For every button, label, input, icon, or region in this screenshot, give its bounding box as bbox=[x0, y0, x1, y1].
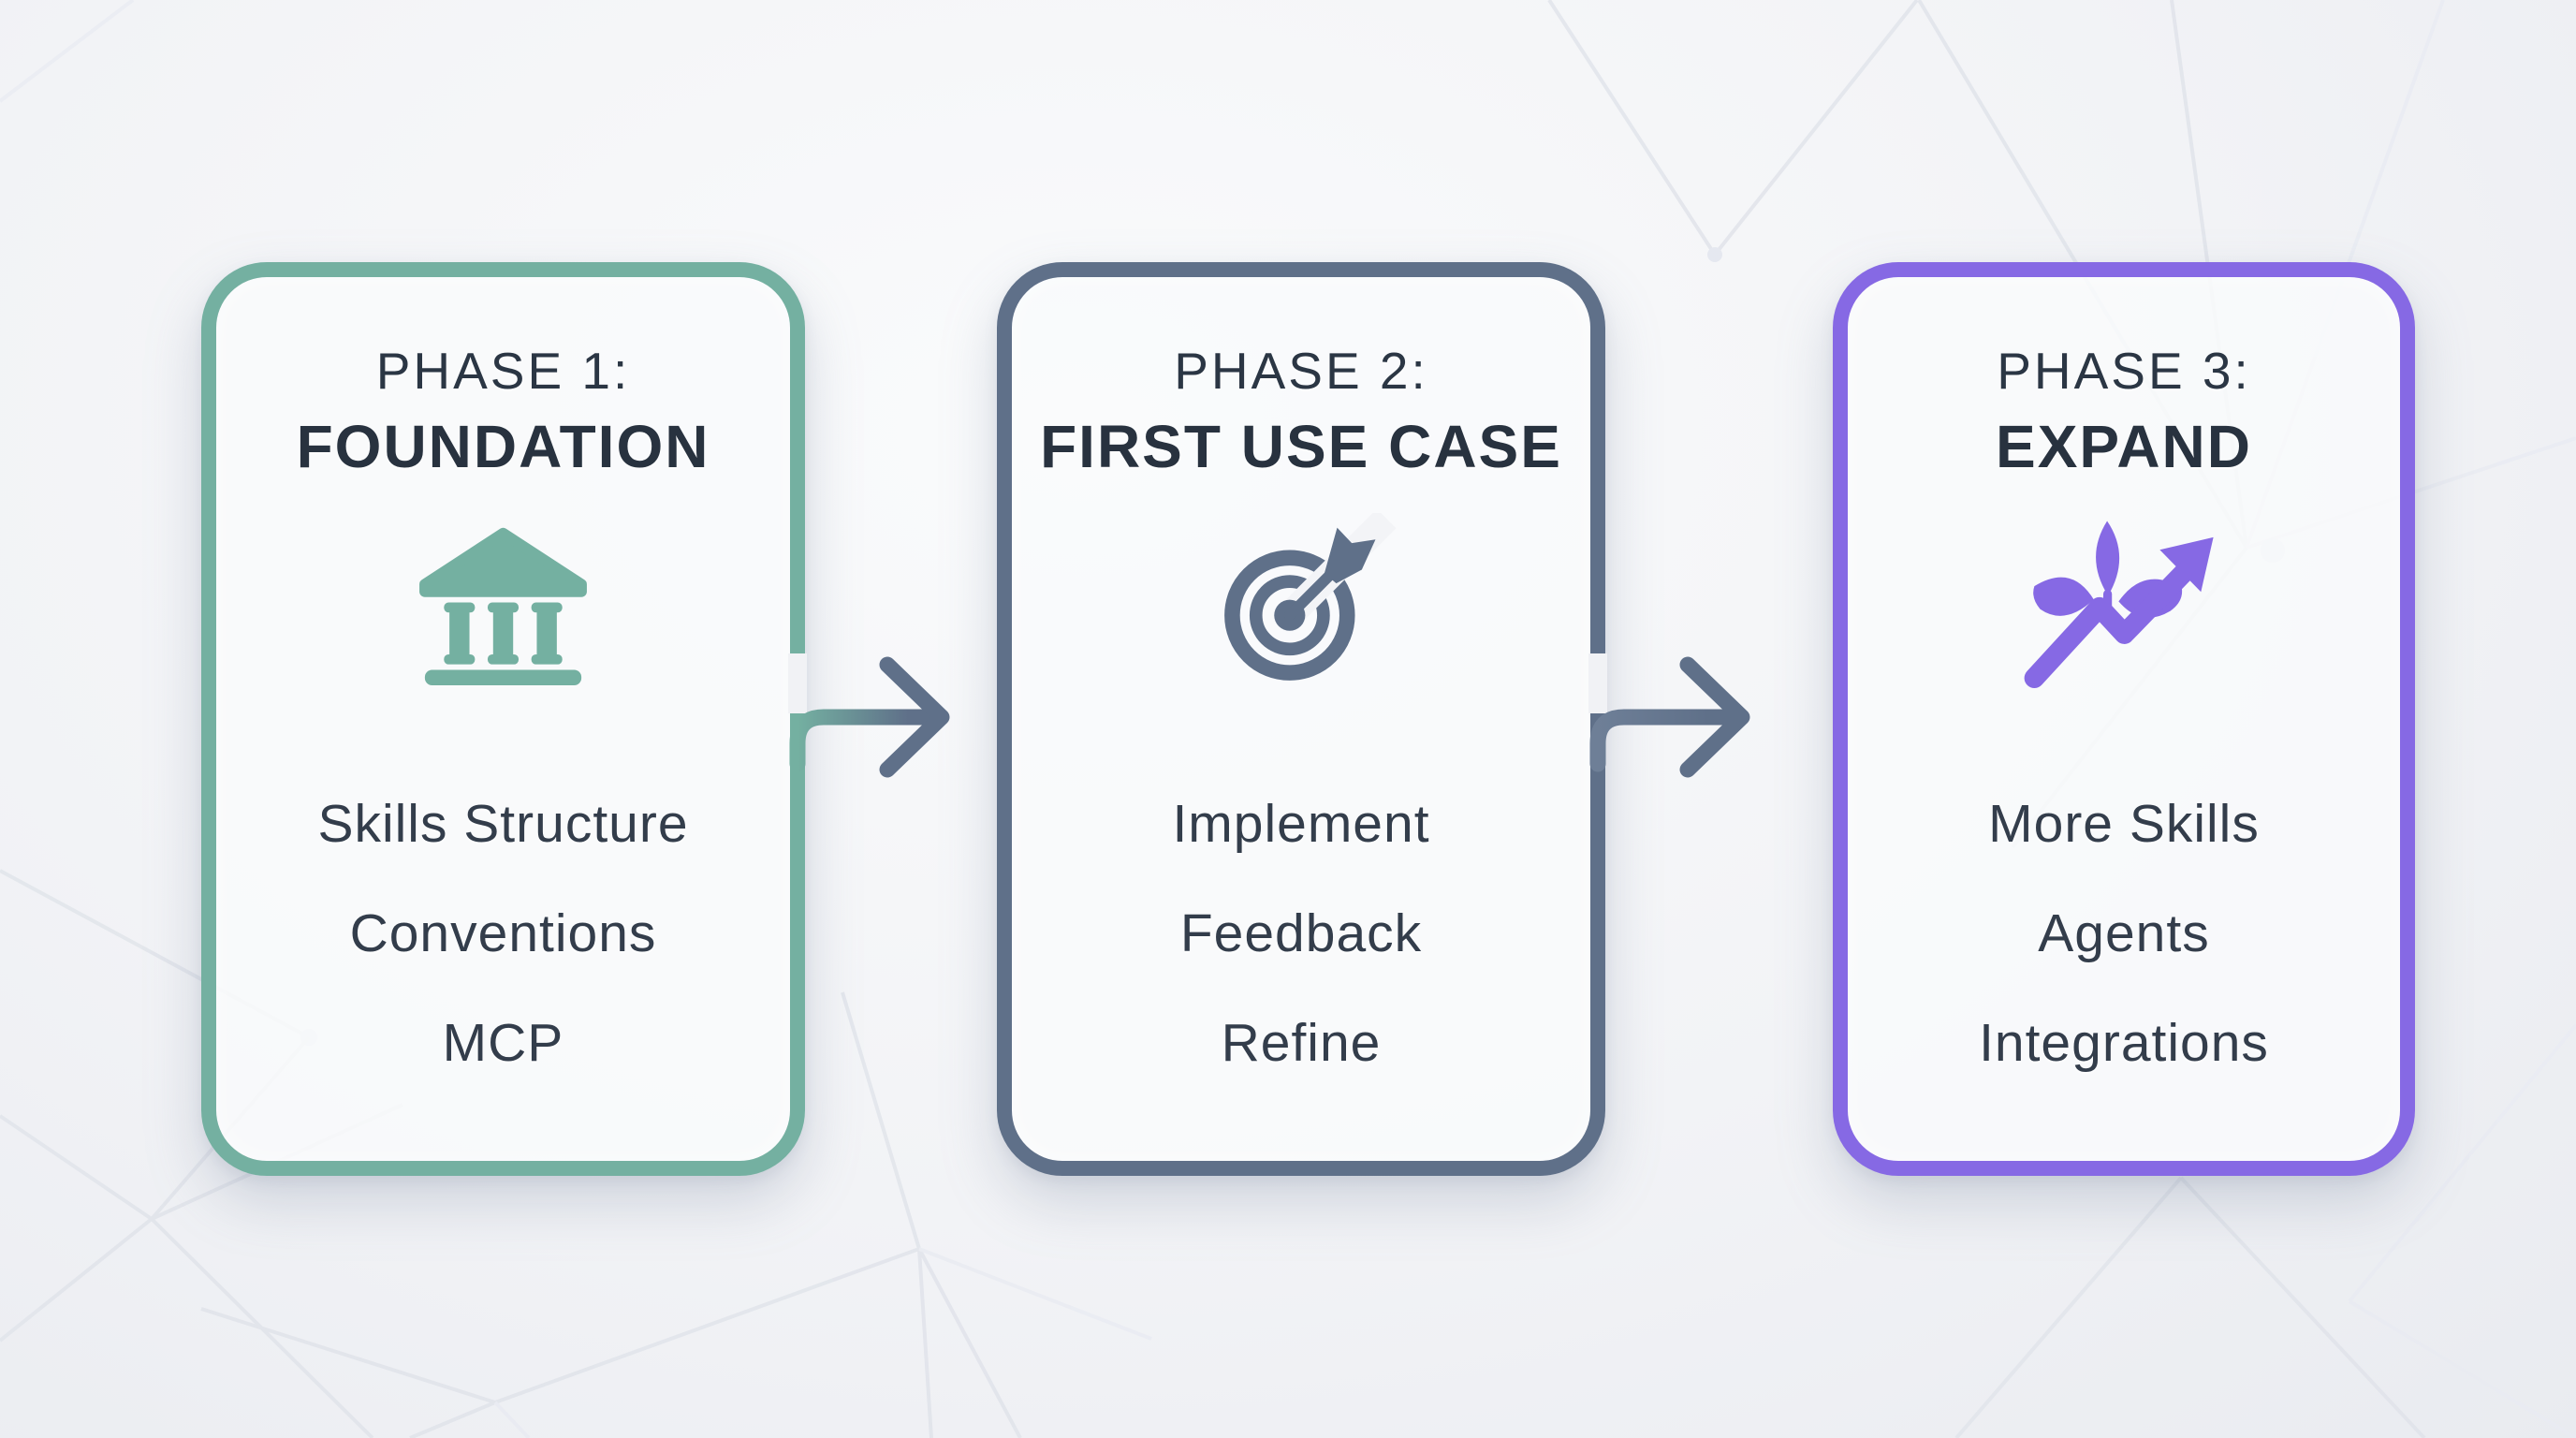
phase-item: Feedback bbox=[1179, 903, 1423, 963]
phase-3-items: More Skills Agents Integrations bbox=[1848, 770, 2400, 1098]
phase-item: Integrations bbox=[1979, 1013, 2269, 1073]
phase-card-1: PHASE 1: FOUNDATION Skills Structure Con… bbox=[201, 262, 805, 1176]
phase-item: Implement bbox=[1172, 794, 1430, 854]
phase-item: More Skills bbox=[1988, 794, 2260, 854]
phase-item: MCP bbox=[442, 1013, 564, 1073]
phase-1-name: FOUNDATION bbox=[296, 413, 710, 480]
bank-icon bbox=[419, 527, 587, 685]
phase-item: Skills Structure bbox=[317, 794, 689, 854]
phase-3-icon-wrap bbox=[1848, 487, 2400, 721]
phase-item: Refine bbox=[1221, 1013, 1382, 1073]
phase-item: Conventions bbox=[349, 903, 657, 963]
growth-icon bbox=[2024, 521, 2214, 688]
phase-card-2: PHASE 2: FIRST USE CASE Implement Feedba… bbox=[997, 262, 1605, 1176]
phase-1-label: PHASE 1: bbox=[375, 342, 631, 400]
phase-card-3: PHASE 3: EXPAND More Skills Agents Integ… bbox=[1833, 262, 2415, 1176]
phase-1-icon-wrap bbox=[216, 487, 790, 721]
phase-2-items: Implement Feedback Refine bbox=[1012, 770, 1590, 1098]
phase-3-name: EXPAND bbox=[1996, 413, 2252, 480]
target-icon bbox=[1223, 512, 1397, 681]
phase-2-icon-wrap bbox=[1012, 487, 1590, 721]
phase-item: Agents bbox=[2038, 903, 2210, 963]
phase-2-name: FIRST USE CASE bbox=[1040, 413, 1562, 480]
phase-2-label: PHASE 2: bbox=[1174, 342, 1428, 400]
phase-3-label: PHASE 3: bbox=[1997, 342, 2251, 400]
phase-1-items: Skills Structure Conventions MCP bbox=[216, 770, 790, 1098]
